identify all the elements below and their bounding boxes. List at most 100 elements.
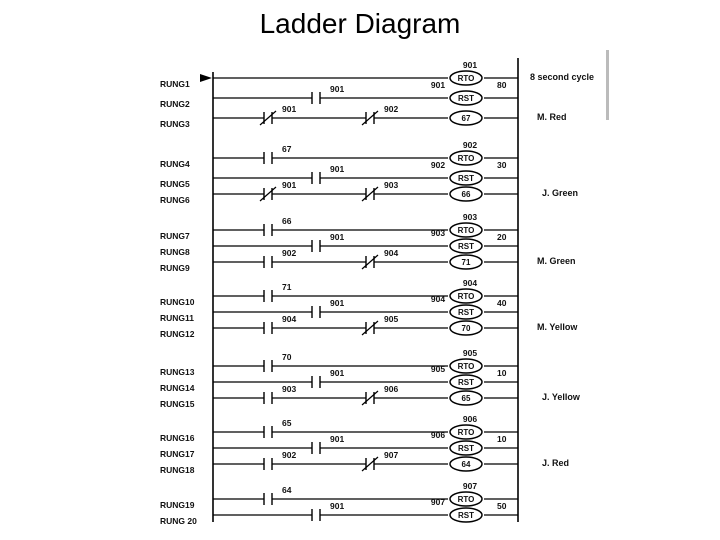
coil-type-label: RST: [458, 378, 474, 387]
rto-coil: [449, 70, 483, 86]
output-label: M. Yellow: [537, 322, 578, 332]
output-coil-tag: 66: [462, 190, 471, 199]
output-coil-tag: 70: [462, 324, 471, 333]
contact-tag: 65: [282, 418, 292, 428]
rung-label: RUNG19: [160, 500, 195, 510]
rung-label: RUNG6: [160, 195, 190, 205]
rto-coil: [449, 491, 483, 507]
scan-edge-mark: [606, 50, 609, 120]
contact-tag: 901: [330, 434, 344, 444]
contact-tag: 901: [330, 298, 344, 308]
nc-slash: [259, 186, 277, 202]
output-label: 8 second cycle: [530, 72, 594, 82]
timer-tag: 901: [463, 60, 477, 70]
coil-type-label: RTO: [458, 292, 475, 301]
timer-preset: 10: [497, 368, 507, 378]
timer-tag: 906: [431, 430, 445, 440]
contact-tag: 901: [330, 84, 344, 94]
coil-type-label: RTO: [458, 154, 475, 163]
page-title: Ladder Diagram: [259, 8, 461, 39]
output-coil: [449, 254, 483, 270]
rung-label: RUNG1: [160, 79, 190, 89]
contact-tag: 70: [282, 352, 292, 362]
contact-tag: 901: [330, 368, 344, 378]
output-coil-tag: 67: [462, 114, 471, 123]
timer-preset: 50: [497, 501, 507, 511]
timer-tag: 902: [431, 160, 445, 170]
rung-label: RUNG5: [160, 179, 190, 189]
contact-tag: 66: [282, 216, 292, 226]
contact-tag: 907: [384, 450, 398, 460]
contact-tag: 901: [282, 180, 296, 190]
coil-type-label: RST: [458, 94, 474, 103]
rung-label: RUNG7: [160, 231, 190, 241]
contact-tag: 71: [282, 282, 292, 292]
reset-coil: [449, 507, 483, 523]
contact-tag: 64: [282, 485, 292, 495]
coil-type-label: RTO: [458, 226, 475, 235]
timer-tag: 906: [463, 414, 477, 424]
timer-tag: 905: [431, 364, 445, 374]
rung-label: RUNG3: [160, 119, 190, 129]
nc-slash: [361, 186, 379, 202]
contact-tag: 901: [330, 164, 344, 174]
output-coil-tag: 64: [462, 460, 471, 469]
rung-label: RUNG4: [160, 159, 190, 169]
timer-tag: 903: [463, 212, 477, 222]
rung-label: RUNG12: [160, 329, 195, 339]
output-coil: [449, 110, 483, 126]
timer-tag: 905: [463, 348, 477, 358]
coil-type-label: RST: [458, 444, 474, 453]
rto-coil: [449, 424, 483, 440]
rto-coil: [449, 288, 483, 304]
timer-tag: 904: [431, 294, 445, 304]
rto-coil: [449, 358, 483, 374]
rung-label: RUNG8: [160, 247, 190, 257]
output-label: M. Red: [537, 112, 567, 122]
timer-preset: 40: [497, 298, 507, 308]
output-label: J. Yellow: [542, 392, 581, 402]
contact-tag: 902: [282, 248, 296, 258]
contact-tag: 901: [282, 104, 296, 114]
reset-coil: [449, 238, 483, 254]
timer-preset: 10: [497, 434, 507, 444]
contact-tag: 902: [282, 450, 296, 460]
contact-tag: 903: [282, 384, 296, 394]
input-arrow: [200, 74, 212, 82]
nc-slash: [259, 110, 277, 126]
output-coil-tag: 71: [462, 258, 471, 267]
rto-coil: [449, 150, 483, 166]
output-label: J. Red: [542, 458, 569, 468]
timer-tag: 907: [431, 497, 445, 507]
nc-slash: [361, 110, 379, 126]
rung-label: RUNG18: [160, 465, 195, 475]
contact-tag: 901: [330, 232, 344, 242]
coil-type-label: RTO: [458, 428, 475, 437]
rung-label: RUNG11: [160, 313, 194, 323]
nc-slash: [361, 254, 379, 270]
coil-type-label: RST: [458, 242, 474, 251]
reset-coil: [449, 170, 483, 186]
output-label: M. Green: [537, 256, 576, 266]
reset-coil: [449, 440, 483, 456]
timer-tag: 907: [463, 481, 477, 491]
contact-tag: 901: [330, 501, 344, 511]
timer-tag: 901: [431, 80, 445, 90]
timer-preset: 30: [497, 160, 507, 170]
rto-coil: [449, 222, 483, 238]
coil-type-label: RTO: [458, 74, 475, 83]
coil-type-label: RST: [458, 511, 474, 520]
reset-coil: [449, 90, 483, 106]
nc-slash: [361, 456, 379, 472]
timer-tag: 904: [463, 278, 477, 288]
output-coil: [449, 456, 483, 472]
nc-slash: [361, 390, 379, 406]
contact-tag: 67: [282, 144, 292, 154]
reset-coil: [449, 304, 483, 320]
rung-label: RUNG17: [160, 449, 195, 459]
timer-tag: 902: [463, 140, 477, 150]
reset-coil: [449, 374, 483, 390]
rung-label: RUNG14: [160, 383, 195, 393]
contact-tag: 906: [384, 384, 398, 394]
